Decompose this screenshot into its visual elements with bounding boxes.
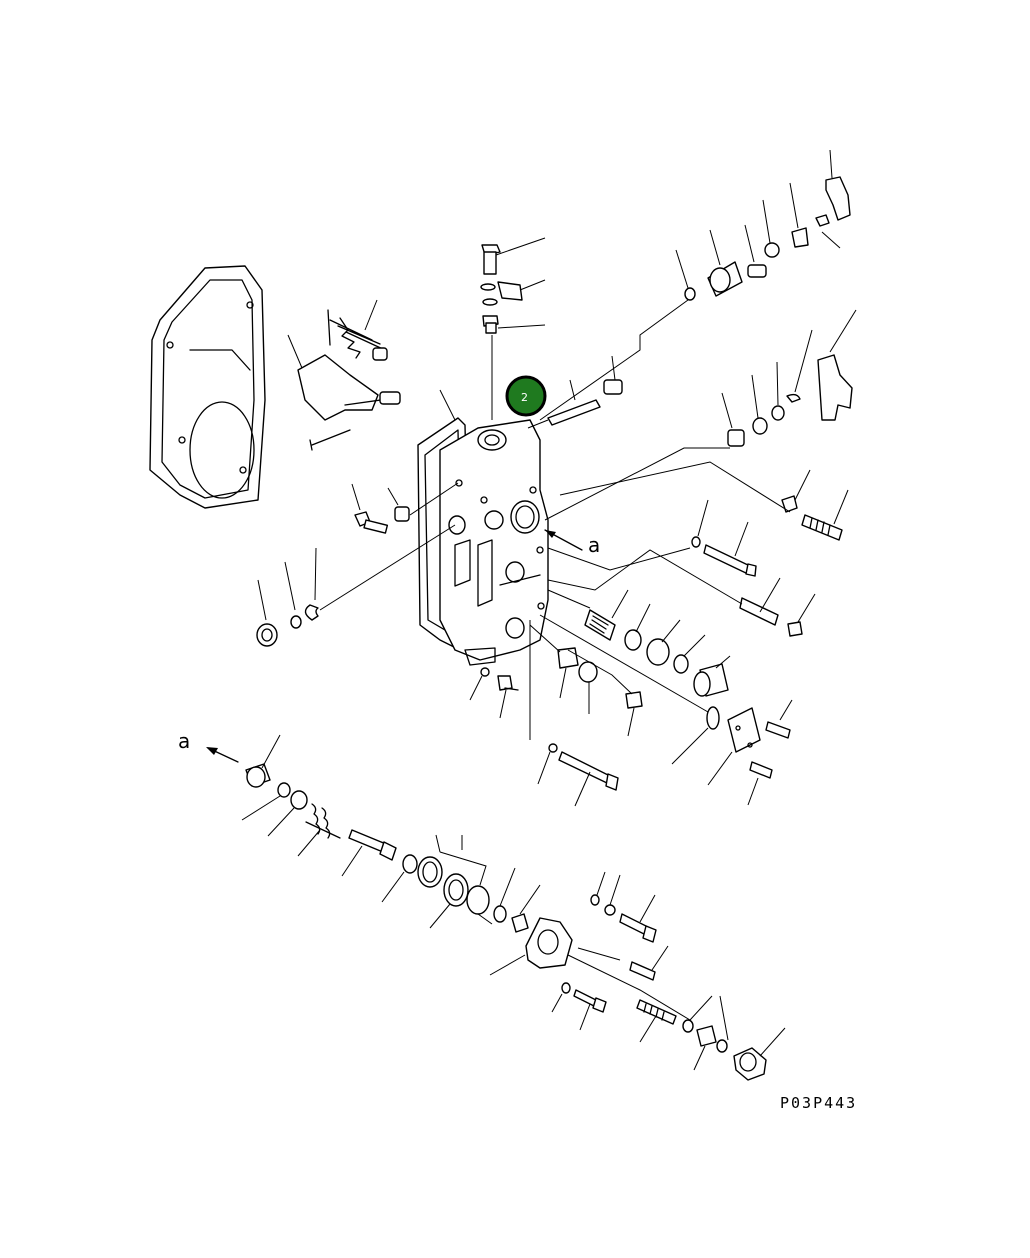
lower-detail-assembly [241, 734, 786, 1081]
view-label-detail: a [178, 729, 190, 753]
right-studs [547, 461, 849, 637]
body-front-fasteners [469, 614, 720, 765]
left-fasteners [256, 482, 459, 647]
main-case-body [417, 389, 549, 666]
top-right-lever-parts [539, 149, 851, 421]
callout-badge-number: 2 [521, 391, 528, 404]
drawing-code: P03P443 [780, 1094, 857, 1112]
lower-long-bolt [529, 620, 619, 807]
top-bolt-stack [480, 237, 546, 420]
callout-badge-2: 2 [505, 375, 547, 417]
right-lever-part [544, 309, 857, 521]
pin-part [527, 379, 601, 429]
left-cover-housing [149, 265, 266, 509]
view-arrow-detail: a [178, 729, 239, 763]
view-label-main: a [588, 533, 600, 557]
seal-bushing-row [547, 589, 731, 697]
cover-plate [707, 699, 793, 806]
view-arrow-main: a [544, 529, 600, 557]
plug-part [603, 355, 623, 395]
linkage-lever-assembly [287, 299, 401, 451]
